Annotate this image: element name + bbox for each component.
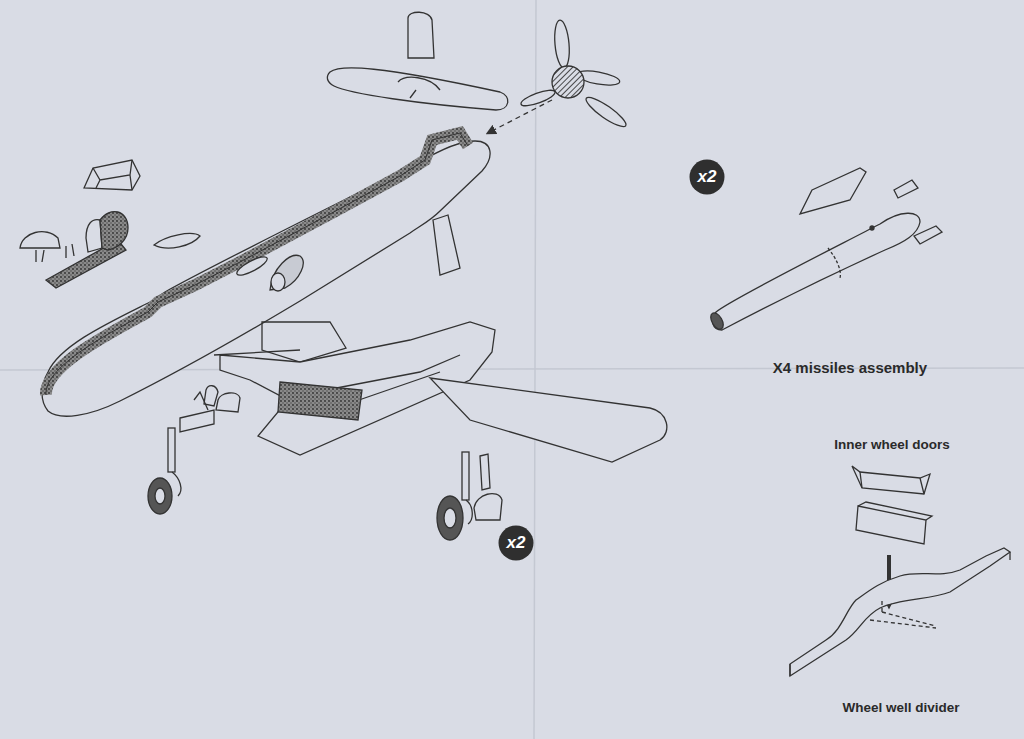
missile-parts	[828, 248, 840, 278]
wheel-well-parts	[870, 600, 936, 628]
badge-circle	[690, 160, 725, 195]
missile-parts	[708, 311, 726, 332]
fuselage-half	[270, 255, 303, 290]
callout-number: x2	[698, 167, 717, 187]
wheel-well-parts	[852, 466, 930, 494]
wheel-well-parts	[790, 466, 1010, 676]
cockpit-parts	[84, 160, 140, 190]
wing-parts	[180, 322, 667, 462]
wheel-well-parts	[790, 548, 1010, 676]
propeller	[552, 66, 584, 98]
fuselage-half	[433, 215, 460, 275]
fuselage-half	[214, 350, 300, 355]
wheel-well-parts	[858, 502, 932, 520]
landing-gear	[466, 500, 472, 524]
callout-number: x2	[507, 533, 526, 553]
wheel-well-parts	[856, 506, 926, 544]
wheel-well-parts	[860, 472, 924, 494]
landing-gear	[172, 472, 181, 496]
part-label: X4 missiles assembly	[773, 359, 927, 376]
propeller	[553, 19, 571, 68]
missile-parts	[708, 168, 942, 331]
cockpit-parts	[86, 220, 102, 252]
propeller	[583, 93, 629, 130]
tailplane	[327, 68, 508, 110]
tailplane	[398, 77, 440, 98]
paper-fold	[534, 0, 536, 739]
wing-parts	[430, 378, 667, 462]
missile-parts	[914, 226, 942, 244]
tailplane	[327, 12, 508, 110]
landing-gear	[168, 428, 175, 472]
cockpit-parts	[20, 232, 60, 248]
callout-badge: x2	[498, 525, 534, 561]
propeller	[488, 19, 629, 133]
part-label: Inner wheel doors	[834, 437, 950, 452]
landing-gear	[148, 478, 172, 514]
wing-parts	[180, 410, 214, 432]
missile-parts	[870, 226, 874, 230]
wing-parts	[194, 392, 208, 410]
wing-parts	[204, 386, 218, 406]
missile-parts	[713, 213, 920, 330]
cockpit-parts	[20, 160, 200, 288]
landing-gear	[480, 454, 490, 490]
fuselage-half	[235, 254, 270, 279]
cockpit-parts	[154, 234, 200, 248]
landing-gear	[155, 488, 165, 504]
landing-gear	[462, 452, 469, 500]
badge-circle	[499, 526, 534, 561]
missile-parts	[894, 180, 918, 198]
landing-gear	[148, 428, 502, 540]
cockpit-parts	[36, 250, 44, 262]
propeller	[519, 87, 556, 109]
landing-gear	[474, 494, 502, 520]
wing-parts	[216, 393, 240, 412]
landing-gear	[444, 508, 456, 528]
cockpit-parts	[100, 212, 128, 250]
propeller	[488, 100, 552, 133]
cockpit-parts	[93, 160, 132, 190]
landing-gear	[437, 496, 463, 540]
part-label: Wheel well divider	[842, 700, 959, 715]
wheel-well-parts	[790, 552, 1010, 676]
cockpit-parts	[66, 244, 74, 258]
callout-badge: x2	[689, 159, 725, 195]
tailplane	[408, 12, 434, 58]
wing-parts	[278, 382, 362, 420]
missile-parts	[800, 168, 866, 214]
fuselage-half	[271, 273, 285, 291]
